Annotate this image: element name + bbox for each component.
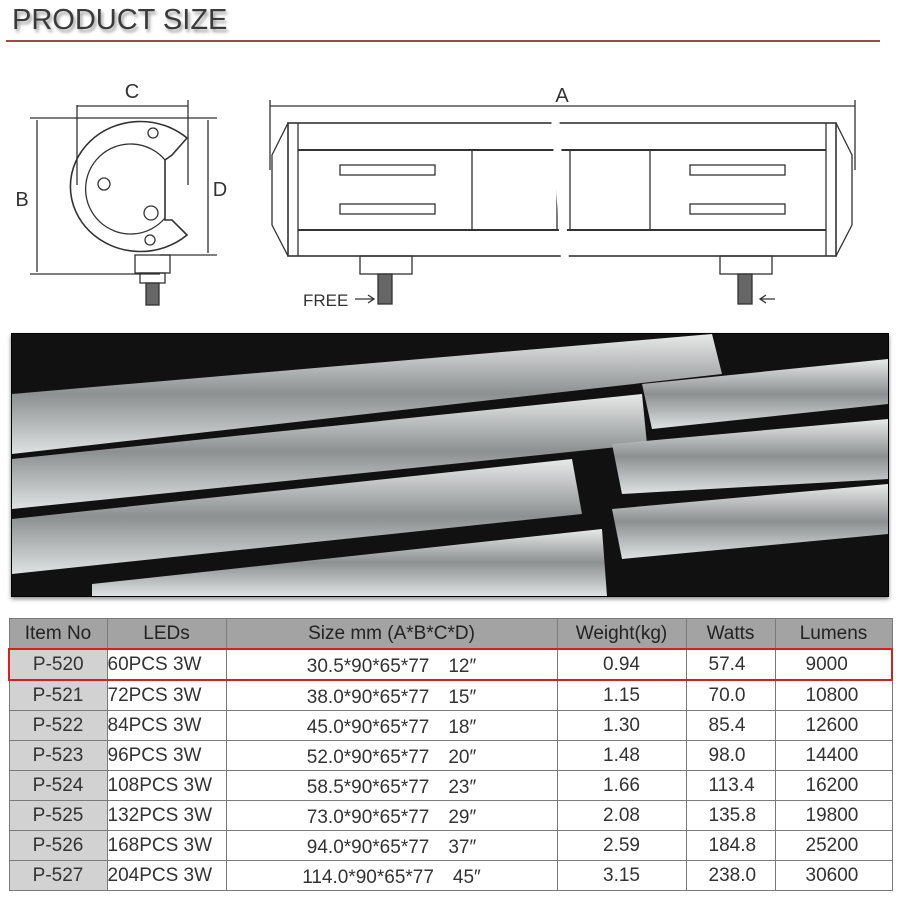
leds-cell: 168PCS 3W — [106, 830, 227, 861]
watts-cell: 85.4 — [685, 710, 776, 741]
col-header-weight: Weight(kg) — [556, 618, 687, 650]
page-title: PRODUCT SIZE — [12, 4, 228, 36]
size-cell: 52.0*90*65*77 20″ — [225, 740, 558, 771]
lumens-cell: 9000 — [774, 648, 893, 681]
watts-cell: 238.0 — [685, 860, 776, 891]
item-no-cell: P-524 — [8, 770, 108, 801]
watts-cell: 70.0 — [685, 679, 776, 711]
lumens-cell: 14400 — [774, 740, 893, 771]
leds-cell: 72PCS 3W — [106, 679, 227, 711]
table-header-row: Item No LEDs Size mm (A*B*C*D) Weight(kg… — [8, 618, 893, 650]
leds-cell: 60PCS 3W — [106, 648, 227, 681]
item-no-cell: P-523 — [8, 740, 108, 771]
leds-cell: 96PCS 3W — [106, 740, 227, 771]
size-cell: 38.0*90*65*77 15″ — [225, 679, 558, 711]
lumens-cell: 16200 — [774, 770, 893, 801]
dimension-a-label: A — [555, 85, 569, 107]
lumens-cell: 25200 — [774, 830, 893, 861]
size-cell: 45.0*90*65*77 18″ — [225, 710, 558, 741]
size-cell: 73.0*90*65*77 29″ — [225, 800, 558, 831]
dimension-b-label: B — [15, 189, 28, 211]
weight-cell: 3.15 — [556, 860, 687, 891]
watts-cell: 57.4 — [685, 648, 776, 681]
watts-cell: 113.4 — [685, 770, 776, 801]
col-header-item-no: Item No — [8, 618, 108, 650]
dimension-diagram: C B D A FREE — [15, 81, 856, 310]
side-view-drawing — [30, 100, 217, 306]
title-divider — [6, 40, 880, 42]
front-view-drawing — [269, 100, 856, 305]
leds-cell: 204PCS 3W — [106, 860, 227, 891]
weight-cell: 1.30 — [556, 710, 687, 741]
item-no-cell: P-525 — [8, 800, 108, 831]
weight-cell: 0.94 — [556, 648, 687, 681]
item-no-cell: P-526 — [8, 830, 108, 861]
weight-cell: 2.08 — [556, 800, 687, 831]
lumens-cell: 30600 — [774, 860, 893, 891]
dimension-d-label: D — [213, 179, 227, 201]
weight-cell: 1.15 — [556, 679, 687, 711]
item-no-cell: P-522 — [8, 710, 108, 741]
lumens-cell: 10800 — [774, 679, 893, 711]
item-no-cell: P-520 — [8, 648, 108, 681]
col-header-leds: LEDs — [106, 618, 227, 650]
size-cell: 94.0*90*65*77 37″ — [225, 830, 558, 861]
product-photo — [11, 333, 889, 597]
size-cell: 114.0*90*65*77 45″ — [225, 860, 558, 891]
leds-cell: 108PCS 3W — [106, 770, 227, 801]
watts-cell: 135.8 — [685, 800, 776, 831]
item-no-cell: P-527 — [8, 860, 108, 891]
watts-cell: 184.8 — [685, 830, 776, 861]
col-header-size: Size mm (A*B*C*D) — [225, 618, 558, 650]
col-header-lumens: Lumens — [774, 618, 893, 650]
weight-cell: 1.66 — [556, 770, 687, 801]
dimension-c-label: C — [125, 81, 139, 103]
col-header-watts: Watts — [685, 618, 776, 650]
size-cell: 58.5*90*65*77 23″ — [225, 770, 558, 801]
lumens-cell: 12600 — [774, 710, 893, 741]
size-cell: 30.5*90*65*77 12″ — [225, 648, 558, 681]
leds-cell: 132PCS 3W — [106, 800, 227, 831]
free-label: FREE — [303, 291, 348, 310]
product-size-table: Item No LEDs Size mm (A*B*C*D) Weight(kg… — [8, 618, 893, 891]
weight-cell: 2.59 — [556, 830, 687, 861]
watts-cell: 98.0 — [685, 740, 776, 771]
lumens-cell: 19800 — [774, 800, 893, 831]
leds-cell: 84PCS 3W — [106, 710, 227, 741]
weight-cell: 1.48 — [556, 740, 687, 771]
item-no-cell: P-521 — [8, 679, 108, 711]
